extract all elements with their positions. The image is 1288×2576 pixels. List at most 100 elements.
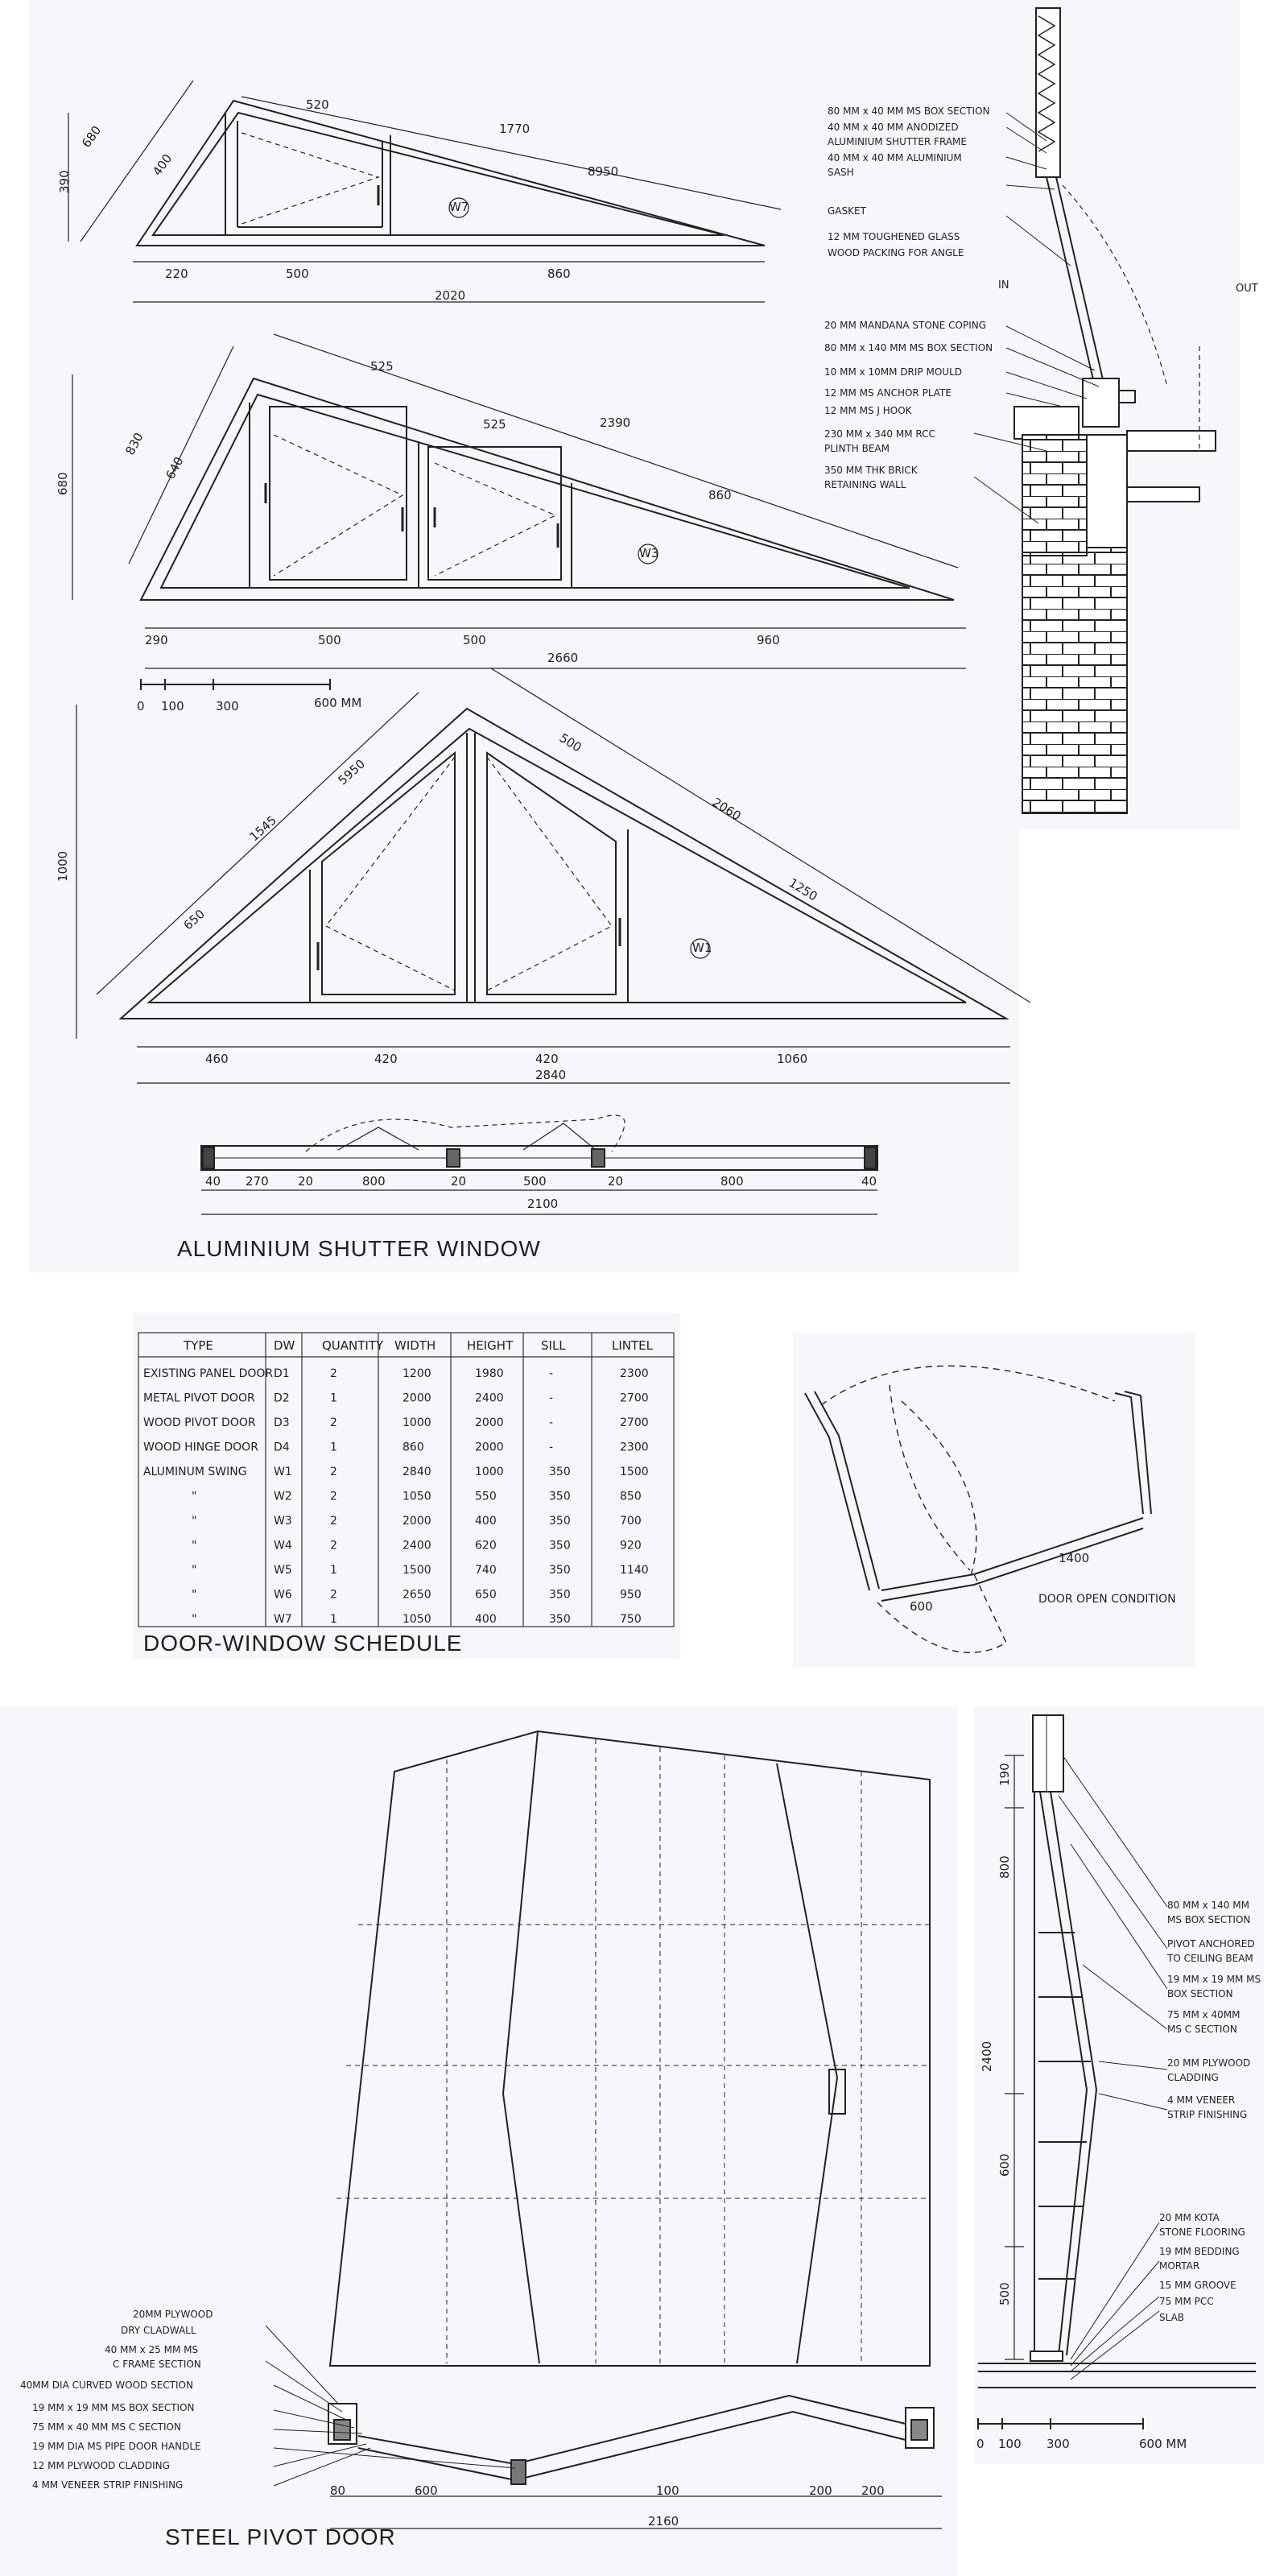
schedule-cell: 1 (330, 1564, 337, 1577)
svg-text:20: 20 (298, 1174, 313, 1189)
schedule-header-dw: DW (274, 1338, 295, 1353)
svg-text:300: 300 (1046, 2437, 1070, 2451)
w1-top-dim-4: 2060 (710, 795, 744, 824)
svg-text:MS BOX SECTION: MS BOX SECTION (1167, 1914, 1250, 1925)
aluminium-window-title: ALUMINIUM SHUTTER WINDOW (177, 1236, 541, 1261)
svg-text:40 MM x 25 MM MS: 40 MM x 25 MM MS (105, 2344, 198, 2355)
svg-text:PLINTH BEAM: PLINTH BEAM (824, 443, 890, 454)
svg-text:100: 100 (998, 2437, 1022, 2451)
schedule-cell: 1 (330, 1441, 337, 1454)
schedule-cell: METAL PIVOT DOOR (143, 1392, 255, 1405)
svg-text:12 MM MS ANCHOR PLATE: 12 MM MS ANCHOR PLATE (824, 387, 952, 399)
schedule-cell: WOOD HINGE DOOR (143, 1441, 258, 1454)
schedule-header-width: WIDTH (394, 1338, 436, 1353)
svg-text:20MM PLYWOOD: 20MM PLYWOOD (133, 2309, 213, 2320)
svg-text:600: 600 (997, 2153, 1012, 2177)
svg-text:STONE FLOORING: STONE FLOORING (1159, 2227, 1245, 2238)
svg-text:300: 300 (216, 699, 239, 713)
schedule-cell: 350 (549, 1491, 571, 1503)
schedule-cell: 2000 (475, 1416, 504, 1429)
svg-text:12 MM MS J HOOK: 12 MM MS J HOOK (824, 405, 913, 416)
door-section-leaders (1058, 1755, 1168, 2380)
schedule-cell: D1 (274, 1367, 290, 1380)
svg-text:10 MM x 10MM DRIP MOULD: 10 MM x 10MM DRIP MOULD (824, 366, 962, 378)
schedule-cell: - (549, 1392, 553, 1405)
schedule-cell: 620 (475, 1540, 497, 1553)
schedule-cell: D4 (274, 1441, 290, 1454)
schedule-cell: 350 (549, 1515, 571, 1528)
pivot-door-elevation (328, 1730, 931, 2367)
svg-text:MS C SECTION: MS C SECTION (1167, 2024, 1237, 2035)
w7-top-dim-2: 1770 (499, 122, 530, 136)
svg-text:19 MM DIA MS PIPE DOOR HANDLE: 19 MM DIA MS PIPE DOOR HANDLE (32, 2441, 201, 2452)
svg-text:40MM DIA CURVED WOOD SECTION: 40MM DIA CURVED WOOD SECTION (20, 2380, 193, 2391)
svg-text:100: 100 (161, 699, 184, 713)
pivot-door-title: STEEL PIVOT DOOR (165, 2524, 396, 2549)
svg-text:500: 500 (997, 2282, 1012, 2305)
w1-bottom-dim-1: 460 (205, 1052, 229, 1066)
svg-text:75 MM PCC: 75 MM PCC (1159, 2296, 1214, 2307)
door-section-callouts: 80 MM x 140 MM MS BOX SECTION PIVOT ANCH… (1159, 1900, 1261, 2323)
w3-bottom-dim-1: 290 (145, 633, 168, 647)
svg-text:DRY CLADWALL: DRY CLADWALL (121, 2325, 196, 2336)
schedule-cell: W5 (274, 1564, 292, 1577)
svg-text:WOOD PACKING FOR ANGLE: WOOD PACKING FOR ANGLE (828, 247, 964, 258)
w1-top-dim-2: 5950 (336, 756, 368, 788)
schedule-cell: 1050 (402, 1491, 431, 1503)
schedule-cell: 700 (620, 1515, 642, 1528)
svg-text:SLAB: SLAB (1159, 2312, 1184, 2323)
svg-text:4 MM VENEER STRIP FINISHING: 4 MM VENEER STRIP FINISHING (32, 2479, 183, 2491)
schedule-title: DOOR-WINDOW SCHEDULE (143, 1631, 462, 1656)
svg-text:75 MM x 40MM: 75 MM x 40MM (1167, 2009, 1241, 2020)
w7-labels: W7 520 1770 8950 680 400 390 220 500 860… (57, 97, 618, 303)
pivot-door-plan (328, 2394, 942, 2529)
svg-text:40 MM x 40 MM ALUMINIUM: 40 MM x 40 MM ALUMINIUM (828, 152, 962, 163)
scale-bar-windows-labels: 0 100 300 600 MM (137, 696, 361, 713)
svg-text:2160: 2160 (648, 2514, 679, 2528)
schedule-cell: 2000 (475, 1441, 504, 1454)
w3-top-dim-1: 525 (370, 359, 394, 374)
schedule-cell: 2 (330, 1589, 337, 1602)
schedule-cell: W6 (274, 1589, 292, 1602)
schedule-cell: 550 (475, 1491, 497, 1503)
w3-side-dim-1: 830 (122, 430, 146, 457)
window-w3-elevation (72, 333, 966, 669)
svg-text:0: 0 (976, 2437, 985, 2451)
out-label: OUT (1236, 283, 1258, 295)
pivot-door-callouts: 20MM PLYWOOD DRY CLADWALL 40 MM x 25 MM … (20, 2309, 213, 2491)
svg-text:80 MM x 140 MM MS BOX SECTION: 80 MM x 140 MM MS BOX SECTION (824, 342, 993, 354)
schedule-cell: D2 (274, 1392, 290, 1405)
w3-total: 2660 (547, 651, 578, 665)
schedule-cell: 1500 (402, 1564, 431, 1577)
schedule-cell: 350 (549, 1613, 571, 1626)
schedule-cell: 2000 (402, 1392, 431, 1405)
window-plan (200, 1114, 878, 1215)
schedule-header-quantity: QUANTITY (322, 1338, 384, 1353)
svg-text:190: 190 (997, 1763, 1012, 1786)
w1-top-dim-5: 1250 (786, 875, 820, 904)
schedule-cell: 2 (330, 1491, 337, 1503)
schedule-cell: 1500 (620, 1466, 649, 1478)
w7-side-dim-2: 400 (150, 151, 175, 179)
svg-text:350 MM THK BRICK: 350 MM THK BRICK (824, 465, 919, 476)
svg-text:GASKET: GASKET (828, 205, 867, 217)
schedule-cell: 2300 (620, 1367, 649, 1380)
svg-text:RETAINING WALL: RETAINING WALL (824, 479, 906, 490)
schedule-cell: W1 (274, 1466, 292, 1478)
w1-top-dim-6: 650 (181, 907, 208, 933)
door-open-label: DOOR OPEN CONDITION (1038, 1593, 1176, 1606)
svg-text:800: 800 (997, 1855, 1012, 1879)
svg-text:230 MM x 340 MM RCC: 230 MM x 340 MM RCC (824, 428, 935, 440)
svg-text:TO CEILING BEAM: TO CEILING BEAM (1166, 1953, 1253, 1964)
svg-text:12 MM TOUGHENED GLASS: 12 MM TOUGHENED GLASS (828, 231, 960, 242)
schedule-cell: EXISTING PANEL DOOR (143, 1367, 273, 1380)
sheet-pivot-door (0, 1707, 958, 2576)
wall-section-leaders (973, 112, 1100, 524)
w3-tag: W3 (639, 546, 658, 560)
schedule-cell: 740 (475, 1564, 497, 1577)
wall-section-callouts: 80 MM x 40 MM MS BOX SECTION 40 MM x 40 … (824, 105, 1258, 490)
schedule-cell: - (549, 1416, 553, 1429)
schedule-cell: W3 (274, 1515, 292, 1528)
svg-text:20: 20 (451, 1174, 466, 1189)
